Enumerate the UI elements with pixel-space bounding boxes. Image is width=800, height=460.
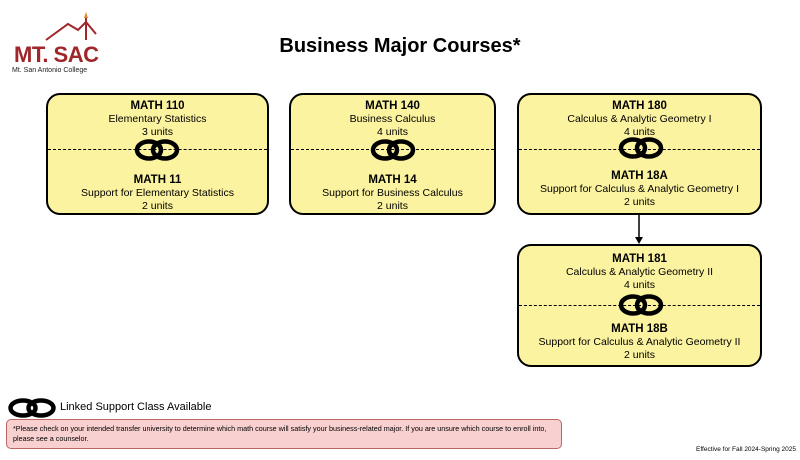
legend-label: Linked Support Class Available <box>60 401 212 413</box>
course-block-bottom: MATH 14 Support for Business Calculus 2 … <box>291 173 494 213</box>
effective-term: Effective for Fall 2024-Spring 2025 <box>696 446 796 453</box>
course-block-top: MATH 180 Calculus & Analytic Geometry I … <box>519 99 760 139</box>
divider <box>48 149 267 150</box>
chain-link-icon <box>370 139 416 161</box>
course-card-math-181: MATH 181 Calculus & Analytic Geometry II… <box>517 244 762 367</box>
divider <box>519 305 760 306</box>
course-card-math-140: MATH 140 Business Calculus 4 units MATH … <box>289 93 496 215</box>
divider <box>291 149 494 150</box>
transfer-notice: *Please check on your intended transfer … <box>6 419 562 449</box>
course-units: 4 units <box>624 279 655 291</box>
course-name: Support for Business Calculus <box>322 187 463 199</box>
course-code: MATH 140 <box>365 100 420 112</box>
chain-link-icon <box>8 398 56 418</box>
course-units: 4 units <box>624 126 655 138</box>
course-units: 2 units <box>624 349 655 361</box>
course-code: MATH 181 <box>612 253 667 265</box>
course-name: Business Calculus <box>349 113 436 125</box>
course-units: 2 units <box>142 200 173 212</box>
course-units: 2 units <box>624 196 655 208</box>
course-name: Elementary Statistics <box>108 113 207 125</box>
course-name: Support for Calculus & Analytic Geometry… <box>538 336 741 348</box>
course-block-bottom: MATH 18A Support for Calculus & Analytic… <box>519 169 760 209</box>
logo-wordmark: MT. SAC <box>14 42 99 67</box>
course-code: MATH 11 <box>133 174 182 186</box>
course-code: MATH 110 <box>130 100 185 112</box>
course-block-bottom: MATH 18B Support for Calculus & Analytic… <box>519 322 760 362</box>
torch-mountain-icon <box>45 12 97 41</box>
course-code: MATH 14 <box>368 174 417 186</box>
chain-link-icon <box>134 139 180 161</box>
course-block-top: MATH 181 Calculus & Analytic Geometry II… <box>519 252 760 292</box>
course-name: Calculus & Analytic Geometry I <box>567 113 712 125</box>
course-code: MATH 18A <box>611 170 668 182</box>
course-block-top: MATH 110 Elementary Statistics 3 units <box>48 99 267 139</box>
course-units: 2 units <box>377 200 408 212</box>
course-card-math-110: MATH 110 Elementary Statistics 3 units M… <box>46 93 269 215</box>
course-block-top: MATH 140 Business Calculus 4 units <box>291 99 494 139</box>
course-block-bottom: MATH 11 Support for Elementary Statistic… <box>48 173 267 213</box>
course-units: 3 units <box>142 126 173 138</box>
chain-link-icon <box>618 294 664 316</box>
course-code: MATH 18B <box>611 323 668 335</box>
course-code: MATH 180 <box>612 100 667 112</box>
course-name: Support for Elementary Statistics <box>81 187 234 199</box>
course-name: Support for Calculus & Analytic Geometry… <box>539 183 739 195</box>
course-card-math-180: MATH 180 Calculus & Analytic Geometry I … <box>517 93 762 215</box>
course-name: Calculus & Analytic Geometry II <box>565 266 714 278</box>
college-logo: MT. SAC Mt. San Antonio College <box>6 10 106 74</box>
page-title: Business Major Courses* <box>279 35 521 57</box>
course-units: 4 units <box>377 126 408 138</box>
logo-subtitle: Mt. San Antonio College <box>12 67 88 74</box>
chain-link-icon <box>618 137 664 159</box>
